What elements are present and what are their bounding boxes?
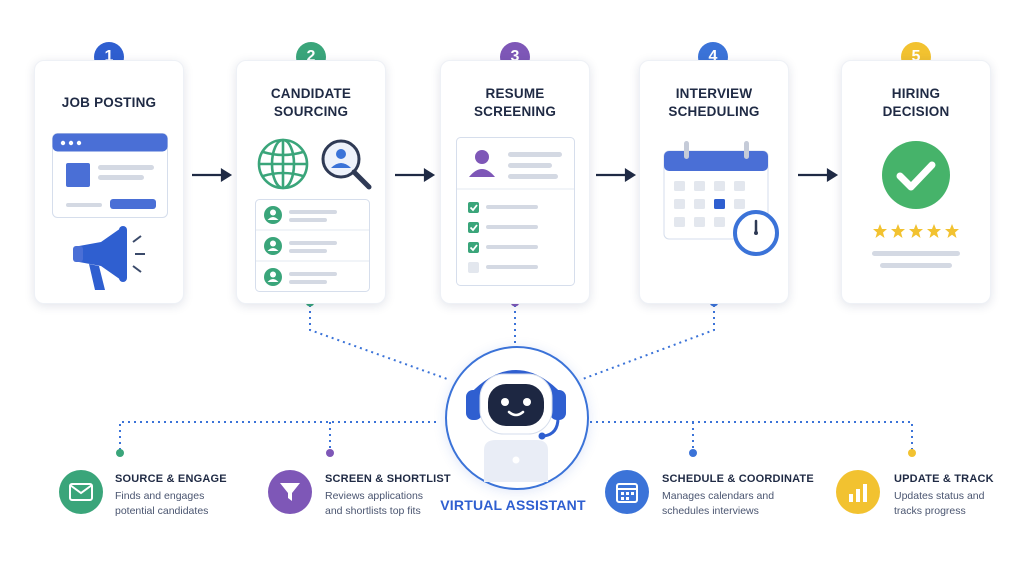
step-title-line-1: INTERVIEW (675, 86, 753, 101)
bar-chart-icon (836, 470, 880, 514)
step-title-line-2: DECISION (882, 104, 950, 119)
calendar-clock-icon (663, 141, 779, 256)
resume-document-icon (456, 137, 575, 286)
step-title-line-1: CANDIDATE (270, 86, 352, 101)
feature-title-update-track: UPDATE & TRACK (894, 473, 994, 485)
calendar-icon (605, 470, 649, 514)
job-posting-browser-icon (52, 133, 168, 218)
step-title-line-2: SOURCING (273, 104, 349, 119)
feature-desc-line-2: tracks progress (894, 505, 966, 517)
feature-desc-line-1: Reviews applications (325, 490, 424, 502)
step-card-resume-screening: RESUME SCREENING (440, 60, 590, 304)
step-card-hiring-decision: HIRING DECISION (841, 60, 991, 304)
step-title-line-1: RESUME (485, 86, 545, 101)
feature-title-source-engage: SOURCE & ENGAGE (115, 473, 227, 485)
step-title-line-2: SCREENING (473, 104, 557, 119)
magnifier-user-icon (321, 139, 372, 190)
decision-line-2 (880, 263, 952, 268)
feature-desc-line-1: Manages calendars and (662, 490, 775, 502)
globe-icon (257, 138, 309, 190)
megaphone-icon (73, 226, 145, 290)
five-star-rating-icon (873, 224, 959, 238)
feature-title-schedule-coordinate: SCHEDULE & COORDINATE (662, 473, 814, 485)
step-title-line-1: HIRING (891, 86, 941, 101)
checkmark-icon (882, 141, 950, 209)
step-card-candidate-sourcing: CANDIDATE SOURCING (236, 60, 386, 304)
step-title-line-2: SCHEDULING (668, 104, 760, 119)
feature-title-screen-shortlist: SCREEN & SHORTLIST (325, 473, 451, 485)
funnel-icon (268, 470, 312, 514)
candidate-list (255, 199, 370, 292)
feature-desc-line-2: potential candidates (115, 505, 209, 517)
step-card-job-posting: JOB POSTING (34, 60, 184, 304)
step-title: JOB POSTING (61, 95, 157, 110)
robot-assistant-icon (466, 370, 566, 482)
feature-desc-line-2: schedules interviews (662, 505, 759, 517)
virtual-assistant-label: VIRTUAL ASSISTANT (440, 497, 586, 513)
flow-arrows (192, 168, 839, 182)
step-card-interview-scheduling: INTERVIEW SCHEDULING (639, 60, 789, 304)
feature-desc-line-1: Finds and engages (115, 490, 205, 502)
decision-line-1 (872, 251, 960, 256)
envelope-icon (59, 470, 103, 514)
feature-desc-line-1: Updates status and (894, 490, 985, 502)
feature-desc-line-2: and shortlists top fits (325, 505, 421, 517)
